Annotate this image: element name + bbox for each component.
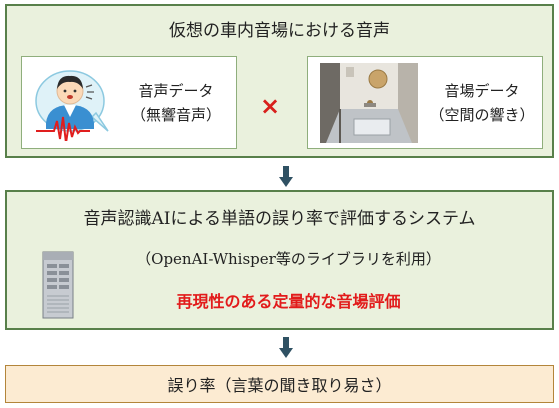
panel-title-virtual-sound-field: 仮想の車内音場における音声 (169, 21, 390, 41)
arrow-down-icon (279, 337, 293, 358)
room-data-card: 音場データ （空間の響き） (307, 56, 543, 149)
voice-data-card: 音声データ （無響音声） (21, 56, 237, 149)
panel-title-evaluation-system: 音声認識AIによる単語の誤り率で評価するシステム (83, 209, 476, 229)
voice-data-label: 音声データ （無響音声） (118, 79, 234, 127)
room-photo (320, 63, 418, 143)
voice-data-subtitle: （無響音声） (130, 106, 221, 124)
arrow-down-icon (279, 166, 293, 187)
error-rate-result-panel: 誤り率（言葉の聞き取り易さ） (5, 365, 554, 403)
room-data-subtitle: （空間の響き） (429, 106, 535, 124)
server-icon (42, 251, 74, 319)
speaking-person-icon (35, 70, 109, 141)
evaluation-system-panel: 音声認識AIによる単語の誤り率で評価するシステム （OpenAI-Whisper… (5, 190, 554, 330)
virtual-sound-field-panel: 仮想の車内音場における音声 音声データ （無響音声） × (5, 4, 554, 158)
sound-wave-icon (36, 116, 90, 141)
voice-data-title: 音声データ (138, 82, 214, 100)
error-rate-label: 誤り率（言葉の聞き取り易さ） (167, 376, 392, 395)
library-note: （OpenAI-Whisper等のライブラリを利用） (136, 250, 441, 268)
evaluation-highlight: 再現性のある定量的な音場評価 (176, 292, 401, 311)
room-data-title: 音場データ (444, 82, 520, 100)
room-data-label: 音場データ （空間の響き） (426, 79, 538, 127)
combine-symbol: × (260, 92, 281, 120)
